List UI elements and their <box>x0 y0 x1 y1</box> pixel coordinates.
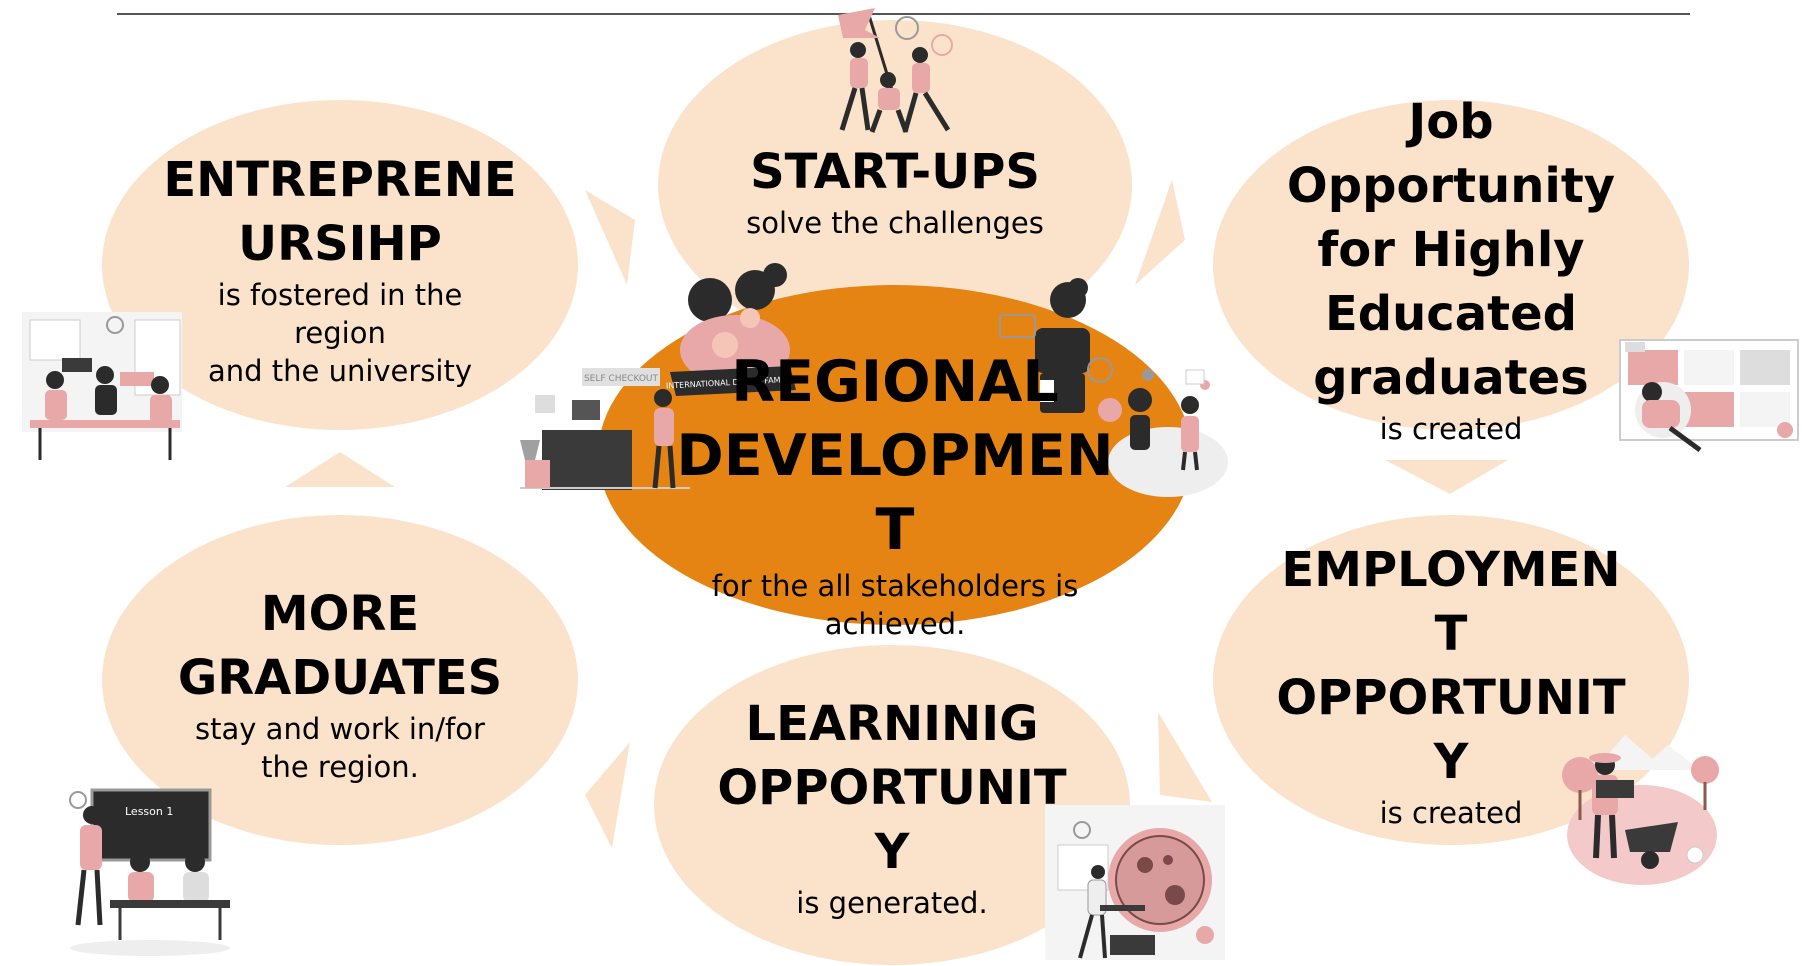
farmer-illustration-icon <box>1562 735 1719 885</box>
meeting-illustration-icon <box>22 312 182 460</box>
arrow-entrepreneurship-to-startups <box>585 190 635 285</box>
startups-title: START-UPS <box>750 144 1040 200</box>
job-opportunity-title: Job Opportunity for Highly Educated grad… <box>1286 94 1616 406</box>
classroom-board-text: Lesson 1 <box>125 805 173 818</box>
startups-node: START-UPS solve the challenges <box>705 140 1085 242</box>
employment-title: EMPLOYMEN T OPPORTUNIT Y <box>1276 542 1626 790</box>
entrepreneurship-title: ENTREPRENE URSIHP <box>163 152 517 272</box>
arrow-employment-to-learning <box>1158 712 1212 802</box>
people-plaza-illustration-icon <box>1098 369 1228 497</box>
arrow-learning-to-graduates <box>585 742 630 848</box>
learning-ellipse <box>654 645 1130 965</box>
graduates-node: MORE GRADUATES stay and work in/for the … <box>150 582 530 786</box>
entrepreneurship-node: ENTREPRENE URSIHP is fostered in the reg… <box>150 148 530 390</box>
classroom-illustration-icon: Lesson 1 <box>69 788 230 956</box>
graduates-desc: stay and work in/for the region. <box>195 712 485 784</box>
arrow-job-to-employment <box>1385 460 1508 494</box>
startups-desc: solve the challenges <box>746 206 1044 240</box>
employment-desc: is created <box>1379 796 1523 830</box>
microscope-illustration-icon <box>1045 805 1225 960</box>
arrow-graduates-to-entrepreneurship <box>285 452 395 487</box>
job-opportunity-desc: is created <box>1379 412 1523 446</box>
arrow-startups-to-job <box>1135 180 1185 285</box>
center-title: REGIONAL DEVELOPMEN T <box>676 349 1114 563</box>
learning-title: LEARNINIG OPPORTUNIT Y <box>717 696 1067 880</box>
job-opportunity-node: Job Opportunity for Highly Educated grad… <box>1261 90 1641 448</box>
learning-desc: is generated. <box>796 886 988 920</box>
job-opportunity-ellipse <box>1213 100 1689 430</box>
phone-call-illustration-icon <box>999 278 1113 413</box>
team-flag-illustration-icon <box>838 8 953 133</box>
graduates-ellipse <box>102 515 578 845</box>
video-call-illustration-icon <box>1619 339 1799 453</box>
graduates-title: MORE GRADUATES <box>177 586 503 706</box>
checkout-sign-text: SELF CHECKOUT <box>584 374 659 384</box>
center-desc: for the all stakeholders is achieved. <box>711 569 1079 641</box>
self-checkout-illustration-icon: SELF CHECKOUT <box>520 368 690 490</box>
entrepreneurship-desc: is fostered in the region and the univer… <box>207 278 473 388</box>
center-node: REGIONAL DEVELOPMEN T for the all stakeh… <box>660 345 1130 643</box>
cycle-arrows <box>285 180 1508 848</box>
employment-node: EMPLOYMEN T OPPORTUNIT Y is created <box>1261 538 1641 832</box>
entrepreneurship-ellipse <box>102 100 578 430</box>
family-illustration-icon: INTERNATIONAL DAY OF FAMILIES <box>666 263 800 396</box>
learning-node: LEARNINIG OPPORTUNIT Y is generated. <box>702 692 1082 922</box>
